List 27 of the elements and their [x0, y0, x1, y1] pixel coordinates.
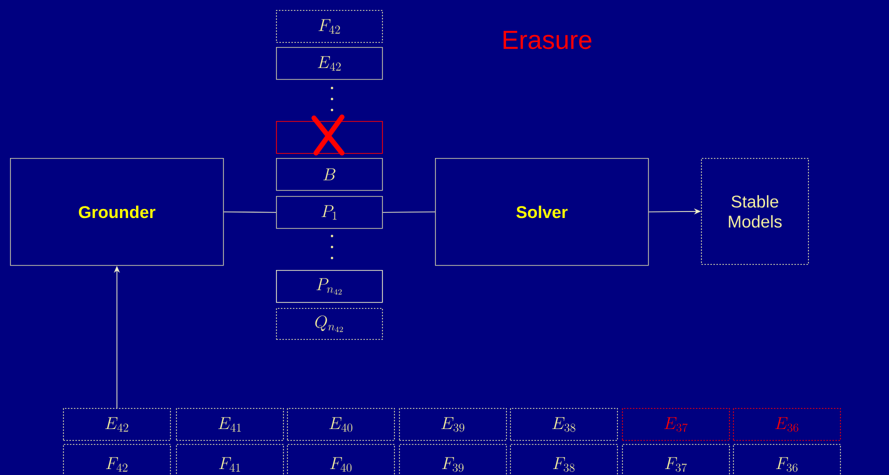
queue-cell: $E_{42}$ — [63, 408, 171, 441]
queue-cell: $E_{41}$ — [176, 408, 284, 441]
queue-cell: $E_{37}$ — [622, 408, 730, 441]
queue-cell: $E_{36}$ — [733, 408, 841, 441]
stack-cell: $Q_{n_{42}}$ — [276, 308, 383, 340]
queue-cell: $E_{40}$ — [287, 408, 395, 441]
queue-cell: $F_{38}$ — [510, 444, 618, 475]
queue-cell: $F_{41}$ — [176, 444, 284, 475]
output-box: Stable Models — [701, 158, 809, 265]
title: Erasure — [504, 30, 592, 50]
stack-cell: $P_{n_{42}}$ — [276, 270, 383, 303]
process-box: Solver — [435, 158, 649, 266]
queue-cell: $F_{36}$ — [733, 444, 841, 475]
process-box: Grounder — [10, 158, 224, 266]
queue-cell: $E_{38}$ — [510, 408, 618, 441]
connector-line — [223, 212, 276, 213]
queue-cell: $E_{39}$ — [399, 408, 507, 441]
stack-cell: $P_1$ — [276, 196, 383, 229]
stack-cell: $B$ — [276, 158, 383, 191]
stack-cell: $E_{42}$ — [276, 47, 383, 80]
queue-cell: $F_{40}$ — [287, 444, 395, 475]
erased-cell — [276, 114, 383, 156]
stack-cell: $F_{42}$ — [276, 10, 383, 43]
queue-cell: $F_{39}$ — [399, 444, 507, 475]
queue-cell: $F_{37}$ — [622, 444, 730, 475]
queue-cell: $F_{42}$ — [63, 444, 171, 475]
connector-line — [382, 212, 436, 213]
